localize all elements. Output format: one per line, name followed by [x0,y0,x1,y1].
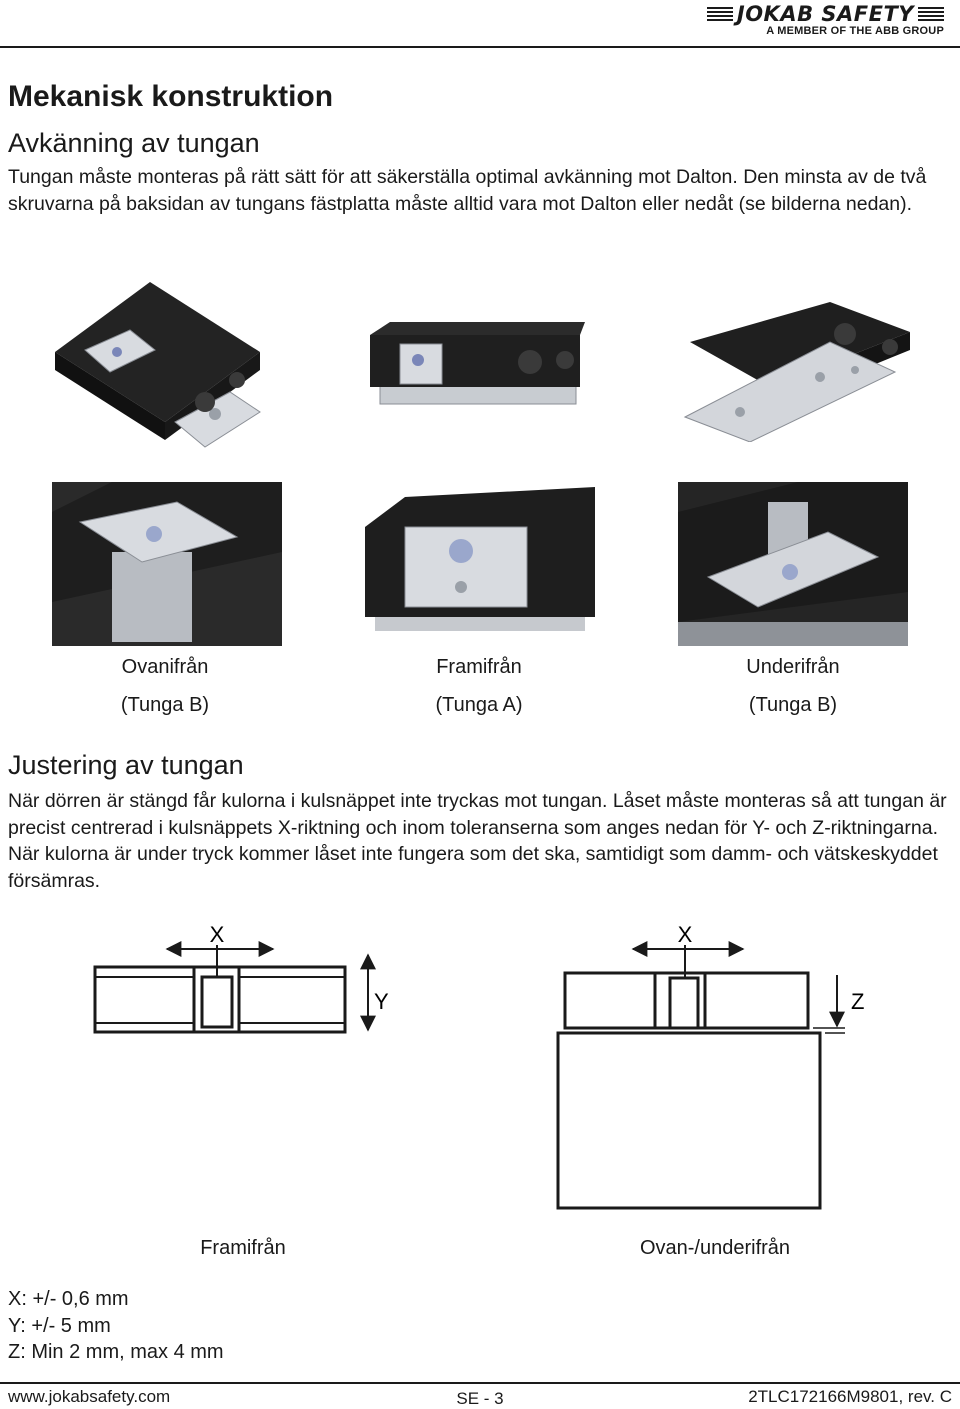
tolerance-z: Z: Min 2 mm, max 4 mm [8,1341,224,1363]
brand-logo: JOKAB SAFETY A MEMBER OF THE ABB GROUP [706,2,944,37]
caption-view-bottom: Underifrån [746,656,840,678]
caption-view-front: Framifrån [436,656,522,678]
logo-lines-icon [706,7,733,21]
axis-label-x-front: X [210,922,225,947]
footer-document-id: 2TLC172166M9801, rev. C [748,1387,952,1406]
sensing-paragraph: Tungan måste monteras på rätt sätt för a… [8,166,927,215]
tolerance-list: X: +/- 0,6 mm Y: +/- 5 mm Z: Min 2 mm, m… [8,1286,224,1366]
axis-label-y: Y [374,989,389,1014]
axis-label-x-top: X [678,922,693,947]
caption-tongue-top: (Tunga B) [120,694,210,716]
product-closeup-front-view [365,487,595,637]
axis-label-z: Z [851,989,864,1014]
caption-tongue-bottom: (Tunga B) [748,694,838,716]
product-photo-top-view [55,282,261,448]
diagram-caption-front: Framifrån [200,1237,286,1259]
footer-page-number: SE - 3 [456,1389,504,1408]
brand-name: JOKAB SAFETY [736,2,914,26]
page-title: Mekanisk konstruktion [8,80,334,113]
footer-website-link[interactable]: www.jokabsafety.com [8,1387,171,1406]
product-closeup-bottom-view [678,482,908,646]
diagram-caption-top: Ovan-/underifrån [639,1237,791,1259]
section-heading-sensing: Avkänning av tungan [8,128,260,158]
diagram-front-view: X Y [93,922,389,1034]
tolerance-y: Y: +/- 5 mm [8,1314,111,1337]
product-closeup-top-view [52,482,282,646]
footer-divider [0,1382,960,1384]
caption-tongue-front: (Tunga A) [435,694,523,716]
brand-tagline: A MEMBER OF THE ABB GROUP [766,25,944,37]
logo-lines-icon [918,7,944,21]
tolerance-x: X: +/- 0,6 mm [8,1288,129,1310]
product-photo-front-view [370,322,585,405]
header-divider [0,46,960,48]
diagram-top-bottom-view: X Z [556,922,864,1210]
product-photo-bottom-view [683,302,910,442]
adjustment-paragraph: När dörren är stängd får kulorna i kulsn… [8,790,947,892]
section-heading-adjustment: Justering av tungan [8,750,244,780]
caption-view-top: Ovanifrån [121,656,209,678]
